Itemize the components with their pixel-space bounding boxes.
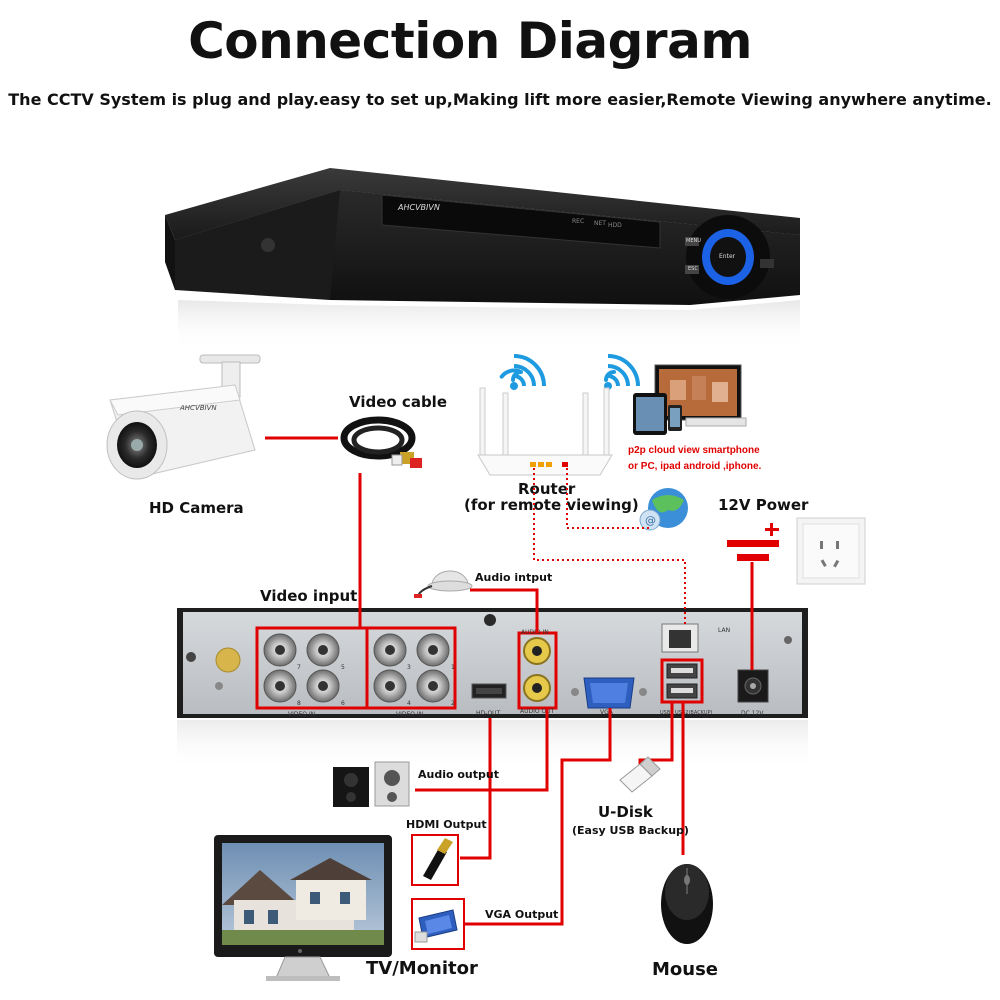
vga-cable-icon (414, 909, 458, 943)
video-cable-label: Video cable (349, 393, 447, 411)
camera-brand: AHCVBIVN (180, 404, 217, 412)
audio-in-port-label: AUDIO IN (521, 629, 549, 636)
udisk-sublabel: (Easy USB Backup) (572, 824, 689, 837)
video-input-label: Video input (260, 587, 358, 605)
hdd-indicator: HDD (608, 222, 622, 229)
hdmi-output-box (411, 834, 459, 886)
audio-input-label: Audio intput (475, 571, 553, 584)
router-sublabel: (for remote viewing) (464, 496, 639, 514)
dc12v-port-label: DC 12V (741, 710, 764, 717)
vga-output-box (411, 898, 465, 950)
bnc-number: 3 (407, 664, 411, 671)
dvr-brand: AHCVBIVN (398, 203, 440, 212)
bnc-number: 8 (297, 700, 301, 707)
rec-indicator: REC (572, 218, 585, 225)
video-in-left-label: VIDEO IN (288, 711, 316, 718)
page-title: Connection Diagram (188, 12, 752, 70)
net-indicator: NET (594, 220, 606, 227)
enter-button[interactable]: Enter (719, 253, 736, 260)
bnc-number: 7 (297, 664, 301, 671)
camera-label: HD Camera (149, 499, 244, 517)
power-label: 12V Power (718, 496, 809, 514)
page-subtitle: The CCTV System is plug and play.easy to… (8, 90, 992, 109)
hdmi-out-label: HD-OUT (476, 710, 501, 717)
usb-port-label: USB1 USB2(BACKUP) (660, 710, 713, 716)
vga-output-label: VGA Output (485, 908, 559, 921)
video-in-right-label: VIDEO IN (396, 711, 424, 718)
p2p-note-line2: or PC, ipad android ,iphone. (628, 461, 762, 472)
svg-text:@: @ (645, 514, 656, 527)
hdmi-output-label: HDMI Output (406, 818, 487, 831)
hdmi-cable-icon (423, 838, 453, 880)
udisk-label: U-Disk (598, 803, 653, 821)
menu-button[interactable]: MENU (686, 238, 701, 244)
bnc-number: 6 (341, 700, 345, 707)
p2p-note-line1: p2p cloud view smartphone (628, 445, 760, 456)
bnc-connectors (263, 633, 450, 703)
audio-output-label: Audio output (418, 768, 499, 781)
bnc-number: 5 (341, 664, 345, 671)
esc-button[interactable]: ESC (688, 266, 698, 272)
lan-port-label: LAN (718, 627, 731, 634)
audio-out-port-label: AUDIO OUT (520, 708, 555, 715)
bnc-number: 4 (407, 700, 411, 707)
bnc-number: 2 (451, 700, 455, 707)
vga-port-label: VGA (600, 709, 613, 716)
tv-monitor-label: TV/Monitor (366, 958, 478, 979)
mouse-label: Mouse (652, 959, 719, 980)
bnc-number: 1 (451, 664, 455, 671)
